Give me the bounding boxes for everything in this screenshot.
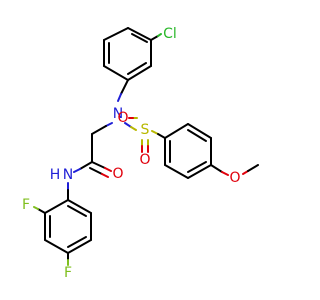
bond-carbonyl-o-1 <box>91 161 106 169</box>
atom-label-fluorine-top: F <box>22 197 30 213</box>
methoxyphenyl-ring <box>164 123 212 179</box>
atom-label-methoxy-oxygen: O <box>229 170 240 186</box>
bond-carbonyl-nh <box>79 161 93 170</box>
bond-s-ring-colored <box>151 130 159 135</box>
bond-n-ch2-colored <box>105 122 113 127</box>
bond-ring-o-methoxy <box>210 164 223 173</box>
atom-label-chlorine: Cl <box>163 26 177 42</box>
bond-carbonyl-o-2-colored <box>101 173 109 178</box>
bond-n-s <box>130 126 137 131</box>
bond-n-ch2 <box>91 125 107 135</box>
bond-ring-n-colored <box>117 93 122 102</box>
bond-ring-n <box>120 79 129 95</box>
molecule-structure: Cl N S O O O N H O F F <box>22 26 259 281</box>
bond-cl <box>157 33 162 37</box>
bond-carbonyl-o-1-colored <box>104 167 112 172</box>
atom-label-sulfonyl-oxygen-bottom: O <box>139 152 150 168</box>
chlorophenyl-ring <box>103 27 152 81</box>
atom-label-sulfur: S <box>141 122 150 138</box>
atom-label-amide-oxygen: O <box>112 166 123 182</box>
bond-ring-o-methoxy-colored <box>221 171 229 176</box>
atom-label-fluorine-bottom: F <box>64 265 72 281</box>
bond-o-methyl <box>247 164 259 172</box>
bond-f-top <box>33 206 39 210</box>
bond-ring-cl <box>150 35 159 41</box>
bond-n-s-colored <box>124 122 132 128</box>
molecule-canvas: Cl N S O O O N H O F F <box>22 26 259 281</box>
bond-ring-f-top <box>37 208 46 214</box>
bond-carbonyl-o-2 <box>89 167 103 175</box>
atom-label-sulfonyl-oxygen-left: O <box>117 110 128 126</box>
bond-carbonyl-nh-colored <box>73 168 81 173</box>
atom-label-sulfonamide-nitrogen: N <box>113 106 123 122</box>
difluorophenyl-ring <box>44 199 92 254</box>
bond-s-ring <box>157 133 166 139</box>
atom-label-amide-hydrogen: H <box>50 167 61 183</box>
atom-label-amide-nitrogen: N <box>63 167 73 183</box>
